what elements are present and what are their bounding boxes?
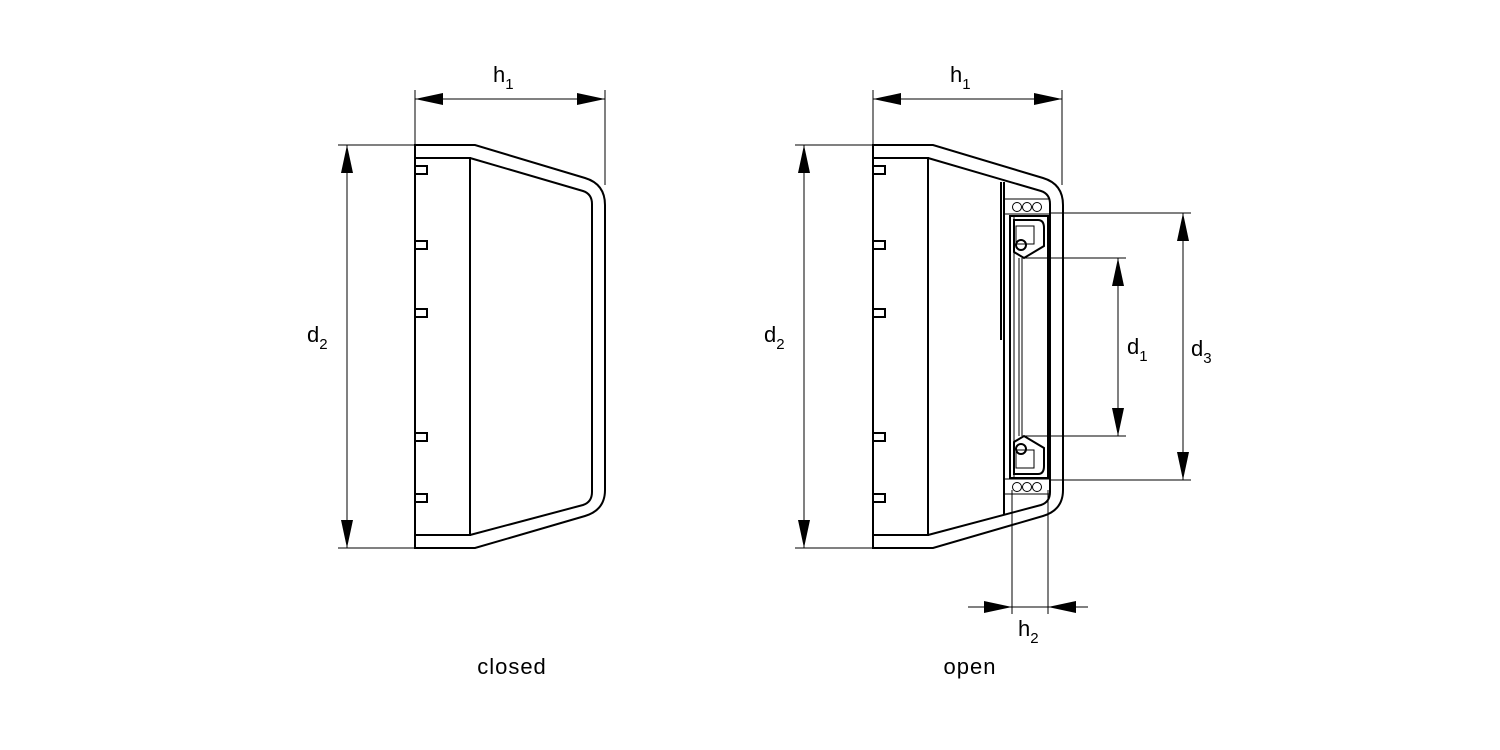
caption-open: open bbox=[944, 654, 997, 679]
h1-label-closed: h1 bbox=[493, 62, 514, 93]
d1-label: d1 bbox=[1127, 334, 1148, 365]
d3-label: d3 bbox=[1191, 336, 1212, 367]
h1-label-open: h1 bbox=[950, 62, 971, 93]
d2-dimension-closed: d2 bbox=[307, 144, 415, 549]
handle-body-closed bbox=[414, 144, 606, 549]
d2-label-closed: d2 bbox=[307, 322, 328, 353]
d2-label-open: d2 bbox=[764, 322, 785, 353]
closed-view: h1 d2 closed bbox=[307, 62, 606, 679]
h2-dimension: h2 bbox=[968, 490, 1088, 647]
d2-dimension-open: d2 bbox=[764, 144, 873, 549]
h2-label: h2 bbox=[1018, 616, 1039, 647]
h1-dimension-closed: h1 bbox=[414, 62, 606, 185]
open-view: h1 d2 d1 d3 bbox=[764, 62, 1212, 679]
handle-body-open bbox=[872, 144, 1064, 549]
grip-mechanism bbox=[1000, 182, 1049, 515]
caption-closed: closed bbox=[477, 654, 547, 679]
h1-dimension-open: h1 bbox=[872, 62, 1063, 185]
d3-dimension: d3 bbox=[1049, 212, 1212, 481]
d1-dimension: d1 bbox=[1024, 257, 1148, 437]
